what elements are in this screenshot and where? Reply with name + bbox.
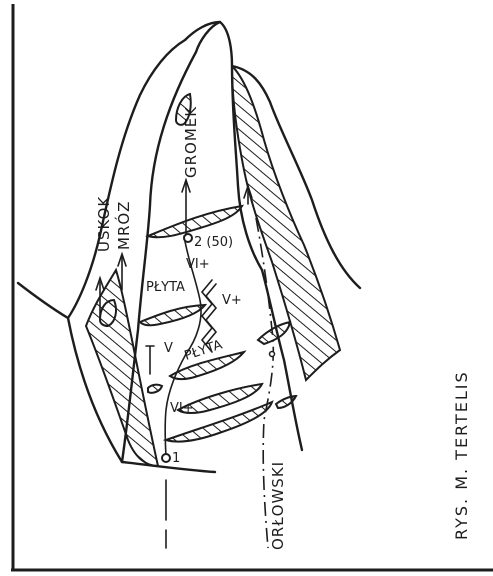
belay-label-2: 2 (50)	[194, 235, 233, 250]
route-label-uskok: USKOK	[95, 196, 113, 252]
grade-vi-plus-lower: VI+	[170, 401, 194, 416]
ledge-mid	[140, 305, 205, 325]
right-slab	[232, 66, 340, 380]
route-label-mroz: MRÓZ	[114, 201, 133, 250]
grade-v-plus: V+	[222, 293, 242, 308]
drawing-credit: RYS. M. TERTELIS	[452, 370, 471, 540]
grade-v: V	[164, 341, 173, 356]
feature-label-plyta-upper: PŁYTA	[146, 280, 185, 295]
route-label-orlowski: ORŁOWSKI	[269, 461, 287, 550]
ledge-top	[148, 206, 242, 237]
notch-left	[148, 385, 162, 393]
belay-point-1	[162, 454, 170, 462]
belay-point-2	[184, 234, 192, 242]
belay-label-1: 1	[172, 451, 180, 466]
grade-vi-plus-upper: VI+	[186, 257, 210, 272]
notch-upper	[258, 322, 290, 344]
route-label-gromek: GROMEK	[182, 106, 200, 178]
ring-orlowski	[270, 352, 275, 357]
left-slab	[86, 270, 158, 466]
